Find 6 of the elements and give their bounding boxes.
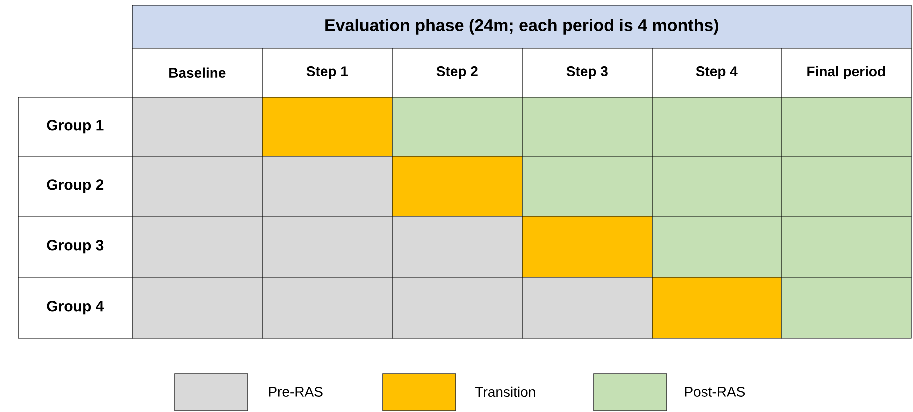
legend-label: Pre-RAS: [269, 387, 323, 397]
row-header-cell: Group 1: [18, 97, 133, 157]
table-header-cell: Evaluation phase (24m; each period is 4 months): [132, 5, 912, 49]
row-header-cell: Group 4: [18, 277, 133, 339]
legend-label: Post-RAS: [685, 387, 746, 397]
legend-label: Transition: [476, 386, 536, 398]
